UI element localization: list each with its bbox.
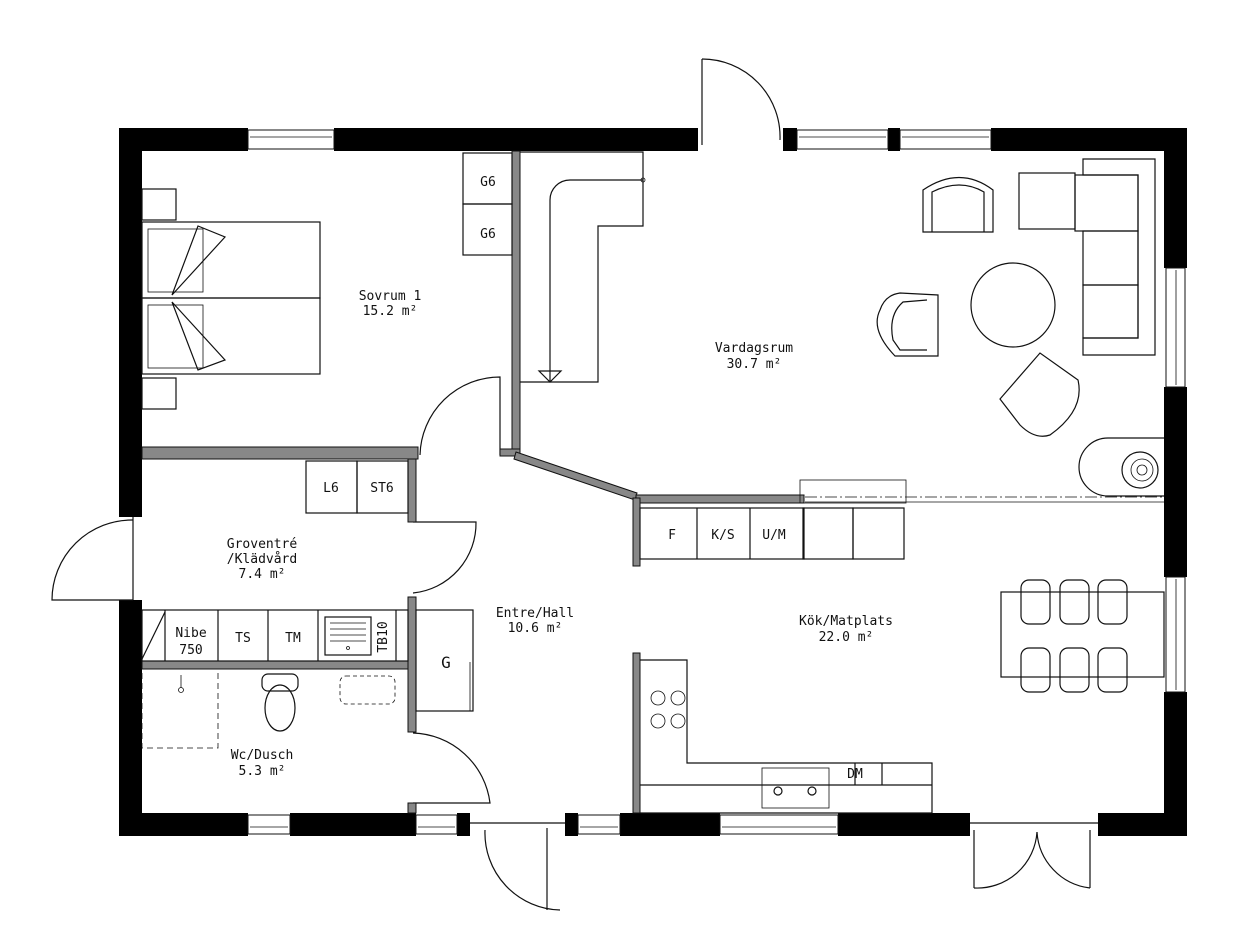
- fridge-freezer-label: K/S: [711, 528, 734, 543]
- room-name-wc: Wc/Dusch: [231, 748, 294, 763]
- room-name-sovrum: Sovrum 1: [359, 289, 422, 304]
- room-labels: Sovrum 1 15.2 m² Vardagsrum 30.7 m² Grov…: [227, 289, 893, 779]
- oven-microwave-label: U/M: [762, 528, 786, 543]
- dryer-label: TS: [235, 631, 251, 646]
- room-area-groventre: 7.4 m²: [239, 567, 286, 582]
- dining-set: [1000, 579, 1165, 693]
- windows: [247, 129, 1186, 835]
- dishwasher-label: DM: [847, 767, 863, 782]
- room-name-vardagsrum: Vardagsrum: [715, 341, 793, 356]
- storage-cabinet-label: ST6: [370, 481, 393, 496]
- kitchen-counter[interactable]: DM: [640, 659, 933, 814]
- wardrobe-label: G6: [480, 227, 496, 242]
- heat-pump-label: Nibe: [175, 626, 206, 641]
- hall-wardrobe-label: G: [441, 653, 451, 672]
- room-name-kok: Kök/Matplats: [799, 614, 893, 629]
- room-area-sovrum: 15.2 m²: [363, 304, 418, 319]
- room-name-entre: Entre/Hall: [496, 606, 574, 621]
- groventre-cabinets[interactable]: L6 ST6: [305, 460, 409, 514]
- room-area-wc: 5.3 m²: [239, 764, 286, 779]
- wardrobe-label: G6: [480, 175, 496, 190]
- fridge-label: F: [668, 528, 676, 543]
- room-name-groventre: Groventré: [227, 537, 298, 552]
- living-furniture: [876, 158, 1164, 497]
- washer-label: TM: [285, 631, 301, 646]
- interior-walls: [141, 150, 1164, 814]
- wardrobes-bedroom[interactable]: G6 G6: [462, 152, 513, 256]
- kitchen-tall-units[interactable]: F K/S U/M: [639, 507, 905, 560]
- room-name-kladvard: /Klädvård: [227, 552, 297, 567]
- room-area-vardagsrum: 30.7 m²: [727, 357, 782, 372]
- doors: [51, 58, 1098, 911]
- hall-wardrobe[interactable]: G: [415, 609, 474, 712]
- laundry-tub-label: TB10: [376, 621, 391, 652]
- staircase: [520, 151, 646, 383]
- room-area-entre: 10.6 m²: [508, 621, 563, 636]
- room-area-kok: 22.0 m²: [819, 630, 874, 645]
- heat-pump-model: 750: [179, 643, 202, 658]
- linen-cabinet-label: L6: [323, 481, 339, 496]
- double-bed: [141, 188, 321, 410]
- bathroom-fixtures: [141, 668, 396, 749]
- laundry-row[interactable]: Nibe 750 TS TM TB10: [141, 609, 409, 662]
- outer-walls: [119, 128, 1187, 836]
